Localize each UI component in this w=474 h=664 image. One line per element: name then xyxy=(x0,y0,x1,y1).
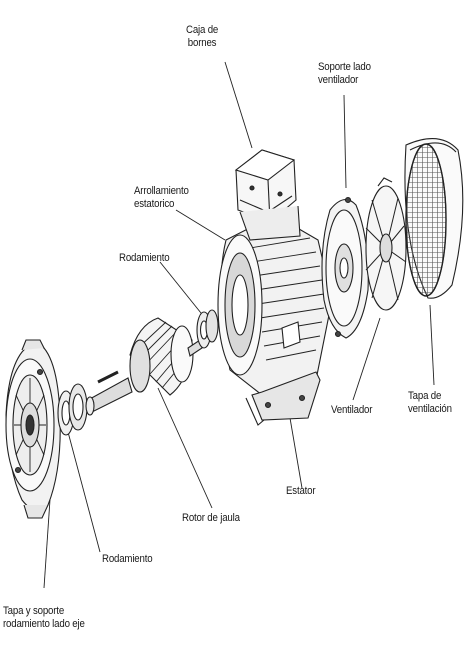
leader-estator xyxy=(289,417,303,489)
label-rodamiento-top: Rodamiento xyxy=(119,252,170,264)
front-bearing xyxy=(57,383,88,436)
fan xyxy=(365,177,407,311)
terminal-box xyxy=(234,149,301,241)
label-estator: Estator xyxy=(286,485,316,497)
leader-rotor xyxy=(157,387,213,509)
fan-cover xyxy=(404,138,464,299)
leader-soporte xyxy=(343,94,347,189)
stator-housing xyxy=(217,214,333,426)
leader-rodamiento-bottom xyxy=(67,431,101,553)
leader-rodamiento-top xyxy=(159,261,206,319)
leader-caja xyxy=(224,61,253,149)
label-rotor-de-jaula: Rotor de jaula xyxy=(182,512,240,524)
front-end-shield xyxy=(5,339,61,519)
rear-end-shield xyxy=(321,196,369,339)
cage-rotor xyxy=(85,317,203,416)
label-ventilador: Ventilador xyxy=(331,404,373,416)
leader-arrollamiento xyxy=(175,209,226,241)
label-rodamiento-bottom: Rodamiento xyxy=(102,553,153,565)
leader-ventilador xyxy=(352,317,381,401)
rear-bearing xyxy=(196,309,219,349)
leader-tapa-vent xyxy=(429,304,435,386)
